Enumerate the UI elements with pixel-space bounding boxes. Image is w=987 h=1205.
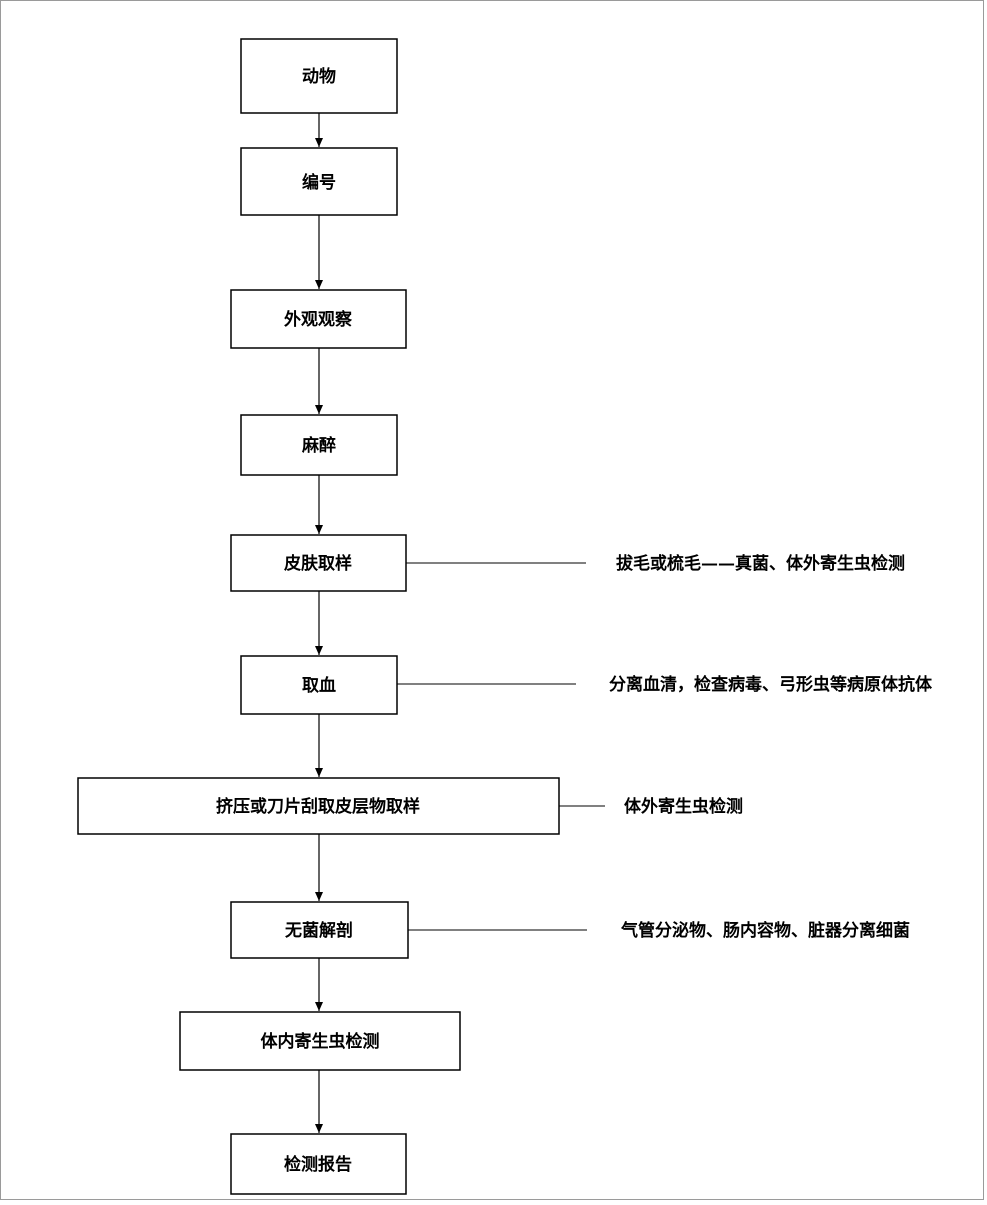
note-skin-sampling: 拔毛或梳毛——真菌、体外寄生虫检测 [616, 553, 905, 574]
step-internal-parasite-test: 体内寄生虫检测 [179, 1011, 461, 1071]
step-anesthesia: 麻醉 [240, 414, 398, 476]
step-scraping-sampling: 挤压或刀片刮取皮层物取样 [77, 777, 560, 835]
step-animal: 动物 [240, 38, 398, 114]
step-blood-sampling: 取血 [240, 655, 398, 715]
step-sterile-dissection-label: 无菌解剖 [284, 920, 353, 941]
step-internal-parasite-test-label: 体内寄生虫检测 [261, 1031, 380, 1052]
step-numbering: 编号 [240, 147, 398, 216]
step-appearance-observation-label: 外观观察 [284, 309, 353, 330]
note-blood-sampling: 分离血清，检查病毒、弓形虫等病原体抗体 [609, 674, 933, 695]
note-dissection: 气管分泌物、肠内容物、脏器分离细菌 [620, 920, 910, 941]
step-skin-sampling: 皮肤取样 [230, 534, 407, 592]
step-sterile-dissection: 无菌解剖 [230, 901, 409, 959]
step-appearance-observation: 外观观察 [230, 289, 407, 349]
step-animal-label: 动物 [302, 66, 336, 87]
step-scraping-sampling-label: 挤压或刀片刮取皮层物取样 [216, 796, 420, 817]
step-test-report: 检测报告 [230, 1133, 407, 1195]
step-numbering-label: 编号 [302, 172, 336, 193]
step-blood-sampling-label: 取血 [302, 675, 336, 696]
note-scraping: 体外寄生虫检测 [624, 796, 743, 817]
step-skin-sampling-label: 皮肤取样 [284, 553, 352, 574]
step-test-report-label: 检测报告 [284, 1154, 352, 1175]
step-anesthesia-label: 麻醉 [301, 435, 336, 456]
